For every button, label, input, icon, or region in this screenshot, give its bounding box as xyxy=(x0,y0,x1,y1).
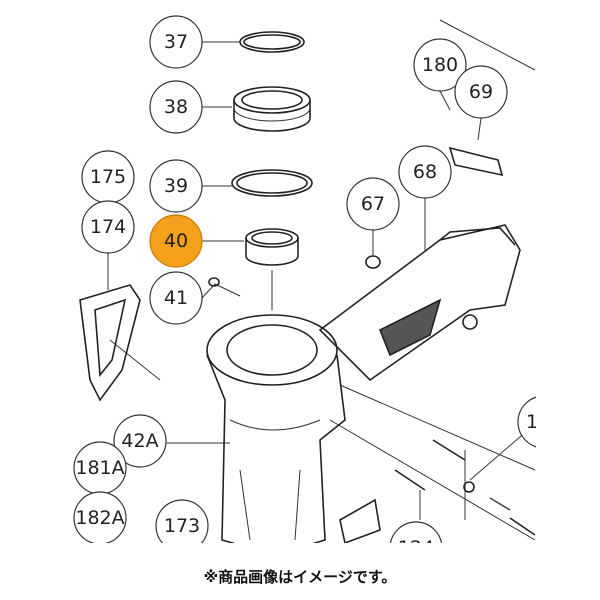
svg-text:39: 39 xyxy=(164,175,188,197)
callout-41: 41 xyxy=(149,271,203,325)
svg-text:182A: 182A xyxy=(75,507,124,529)
svg-text:69: 69 xyxy=(469,81,493,103)
pins xyxy=(394,439,536,536)
callout-174: 174 xyxy=(81,200,135,254)
svg-text:174: 174 xyxy=(90,216,126,238)
callout-173: 173 xyxy=(155,499,209,543)
callout-181A: 181A xyxy=(73,441,127,495)
svg-text:41: 41 xyxy=(164,287,188,309)
callout-175: 175 xyxy=(81,150,135,204)
screw-67 xyxy=(365,255,381,269)
bushing-40 xyxy=(245,228,299,266)
svg-text:1: 1 xyxy=(526,411,538,433)
svg-text:38: 38 xyxy=(164,96,188,118)
callout-68: 68 xyxy=(398,145,452,199)
svg-text:173: 173 xyxy=(164,515,200,537)
callout-180: 180 xyxy=(413,38,467,92)
callout-39: 39 xyxy=(149,159,203,213)
svg-text:40: 40 xyxy=(164,230,188,252)
svg-text:42A: 42A xyxy=(121,430,158,452)
part-bottom xyxy=(339,498,381,543)
leader-lines xyxy=(107,19,536,541)
callout-40-highlighted: 40 xyxy=(149,214,203,268)
svg-text:67: 67 xyxy=(361,193,385,215)
svg-text:180: 180 xyxy=(422,54,458,76)
screw-41 xyxy=(208,277,220,287)
callout-42A: 42A xyxy=(113,414,167,468)
cover-174 xyxy=(79,284,141,402)
svg-text:37: 37 xyxy=(164,31,188,53)
svg-text:68: 68 xyxy=(413,161,437,183)
image-disclaimer-caption: ※商品画像はイメージです。 xyxy=(203,568,397,586)
callout-124: 124 xyxy=(389,521,443,559)
ring-38 xyxy=(233,86,311,132)
handle-68 xyxy=(318,224,521,382)
callout-37: 37 xyxy=(149,15,203,69)
label-69 xyxy=(448,146,504,177)
callout-38: 38 xyxy=(149,80,203,134)
o-ring-39 xyxy=(231,169,313,197)
callout-67: 67 xyxy=(346,177,400,231)
body-42A xyxy=(206,314,346,543)
svg-text:181A: 181A xyxy=(75,457,124,479)
svg-text:124: 124 xyxy=(398,537,434,559)
svg-text:175: 175 xyxy=(90,166,126,188)
callout-182A: 182A xyxy=(73,491,127,543)
callout-1: 1 xyxy=(517,396,538,448)
callout-69: 69 xyxy=(454,65,508,119)
o-ring-37 xyxy=(239,31,305,53)
